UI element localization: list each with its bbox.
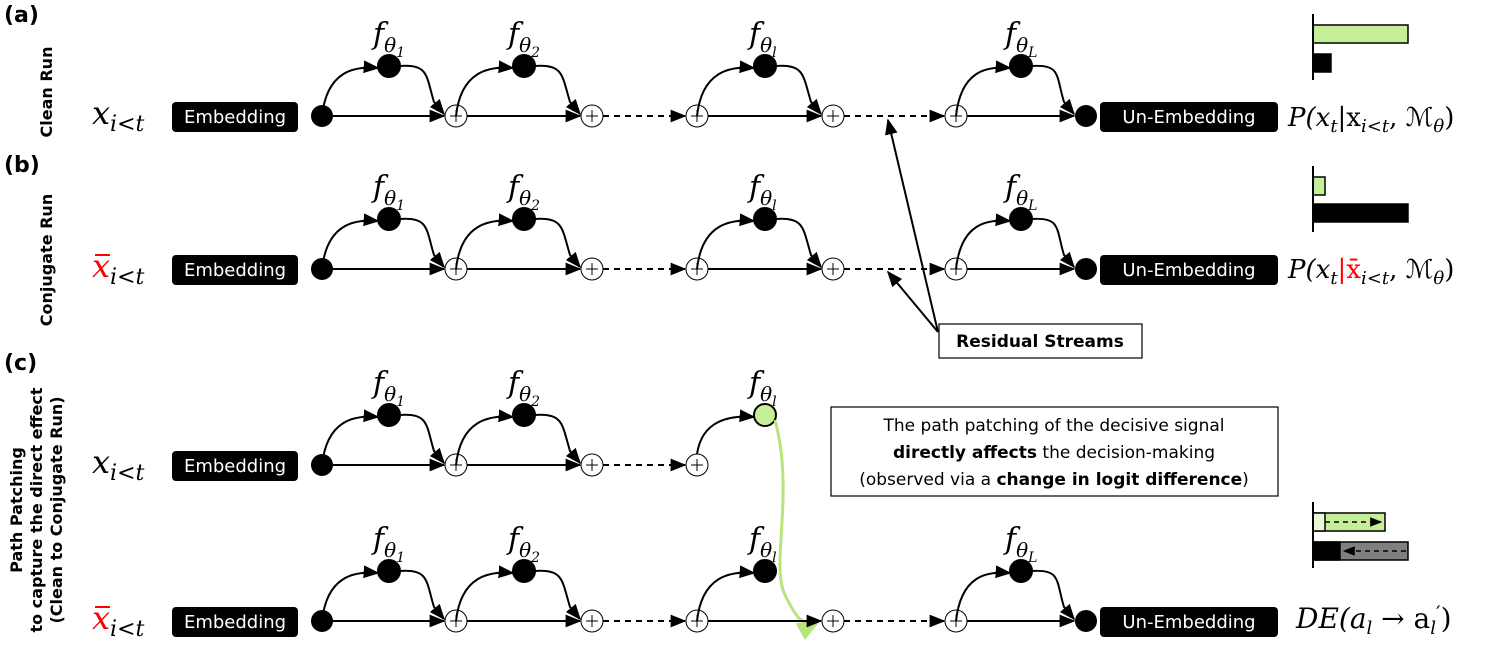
f1-label-a: fθ1 [371,17,405,61]
fL-label-a: fθL [1003,17,1037,61]
svg-text:Embedding: Embedding [184,612,286,633]
unembedding-block-c2 [1100,607,1278,637]
embedding-block-a [172,102,298,132]
fl-label-a: fθl [747,17,777,61]
conjugate-run-label: Conjugate Run [37,194,56,326]
svg-text:Un-Embedding: Un-Embedding [1122,260,1255,281]
f1-label-c1: fθ1 [371,366,405,410]
input-a: xi<t [92,94,145,137]
row-a: xi<t Embedding fθ1 fθ2 fθl fθL Un-Embedding [92,17,1278,137]
fl-label-c1: fθl [747,366,777,410]
bar-chart-b [1312,166,1409,232]
unembed-node-c2 [1075,610,1097,632]
panel-b-label: (b) [4,153,40,178]
residual-streams-box [938,323,1143,359]
f1-label-b: fθ1 [371,170,405,214]
residual-streams-label: Residual Streams [956,332,1124,352]
svg-text:Embedding: Embedding [184,260,286,281]
f2-label-c2: fθ2 [506,522,540,566]
callout-line3: (observed via a change in logit differen… [859,470,1249,490]
panel-c-label: (c) [4,351,37,376]
bar-b-green [1312,176,1326,196]
row-c2: xi<t Embedding fθ1 fθ2 fθl fθL Un-Embedding [92,522,1278,642]
fL-label-c2: fθL [1003,522,1037,566]
bar-c-black-after [1312,541,1341,561]
input-b: xi<t [92,247,145,290]
input-c1: xi<t [92,443,145,486]
input-c2: xi<t [92,599,145,642]
fl-label-c2: fθl [747,522,777,566]
bar-a-black [1312,53,1332,73]
residual-arrow-a [885,118,939,333]
fl-node-patched-source [753,403,777,427]
output-c: DE(al → al′) [1295,601,1452,639]
output-b: P(xt|x̄i<t, ℳθ) [1287,255,1454,289]
embedding-block-c1 [172,451,298,481]
svg-text:Embedding: Embedding [184,456,286,477]
fl-label-b: fθl [747,170,777,214]
svg-text:Un-Embedding: Un-Embedding [1122,107,1255,128]
f2-label-b: fθ2 [506,170,540,214]
fL-label-b: fθL [1003,170,1037,214]
callout-box [830,406,1279,497]
bar-chart-c [1312,502,1409,568]
callout-line2: directly affects the decision-making [893,443,1215,463]
path-patching-label-line1: Path Patching [7,447,26,573]
svg-text:Embedding: Embedding [184,107,286,128]
patch-path [773,419,822,640]
row-b: xi<t Embedding fθ1 fθ2 fθl fθL Un-Embedding [92,170,1278,290]
unembedding-block-b [1100,255,1278,285]
clean-run-label: Clean Run [37,47,56,138]
f1-label-c2: fθ1 [371,522,405,566]
svg-text:Un-Embedding: Un-Embedding [1122,612,1255,633]
f2-label-c1: fθ2 [506,366,540,410]
bar-c-green-before [1312,512,1326,532]
path-patching-label-line3: (Clean to Conjugate Run) [47,396,66,623]
fl-node-c2 [753,559,777,583]
panel-a-label: (a) [4,3,39,28]
bar-chart-a [1312,14,1409,80]
bar-b-black [1312,203,1409,223]
embedding-block-b [172,255,298,285]
path-patching-label-line2: to capture the direct effect [27,387,46,632]
unembed-node-b [1075,258,1097,280]
f2-label-a: fθ2 [506,17,540,61]
residual-arrow-b [886,270,939,333]
unembed-node-a [1075,105,1097,127]
unembedding-block-a [1100,102,1278,132]
embedding-block-c2 [172,607,298,637]
bar-charts [1312,14,1409,568]
bar-a-green [1312,24,1409,44]
output-a: P(xt|xi<t, ℳθ) [1287,103,1454,137]
callout-line1: The path patching of the decisive signal [883,416,1225,436]
